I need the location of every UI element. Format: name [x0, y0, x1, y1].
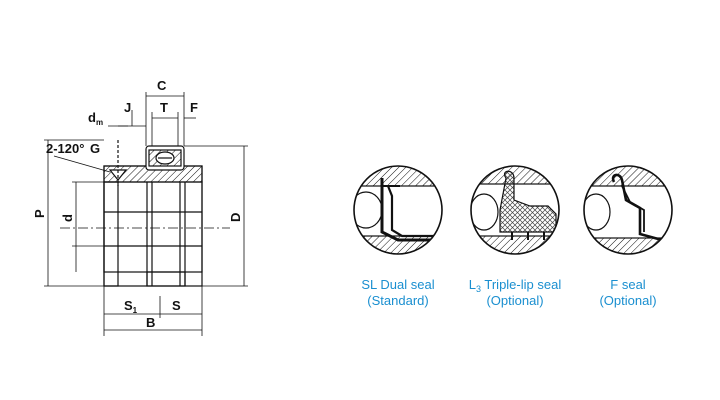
label-t: T [160, 100, 168, 115]
seal-captions: SL Dual seal (Standard) L3 Triple-lip se… [361, 277, 656, 308]
label-p: P [32, 209, 47, 218]
seal-caption-line2: (Standard) [367, 293, 428, 308]
label-angle: 2-120° [46, 141, 84, 156]
seal-caption-line1: L3 Triple-lip seal [469, 277, 562, 294]
label-c: C [157, 78, 167, 93]
outer-body-outline [103, 165, 203, 287]
label-f: F [190, 100, 198, 115]
label-dm: dm [88, 110, 103, 127]
label-b: B [146, 315, 155, 330]
dimension-labels: C J T F dm 2-120° G P d D S1 S B [32, 78, 243, 330]
label-d: d [60, 214, 75, 222]
inner-ring [103, 181, 203, 273]
seal-caption-line1: SL Dual seal [361, 277, 434, 292]
seal-detail-l3 [470, 165, 560, 255]
label-s1: S1 [124, 298, 138, 315]
seal-detail-sl [353, 165, 443, 255]
label-D: D [228, 213, 243, 222]
seal-caption-line2: (Optional) [599, 293, 656, 308]
dimension-lines [44, 92, 248, 336]
seal-detail-f [583, 165, 673, 255]
seal-caption-line1: F seal [610, 277, 646, 292]
label-g: G [90, 141, 100, 156]
label-j: J [124, 100, 131, 115]
seal-caption-line2: (Optional) [486, 293, 543, 308]
bearing-section [60, 140, 230, 287]
label-s: S [172, 298, 181, 313]
